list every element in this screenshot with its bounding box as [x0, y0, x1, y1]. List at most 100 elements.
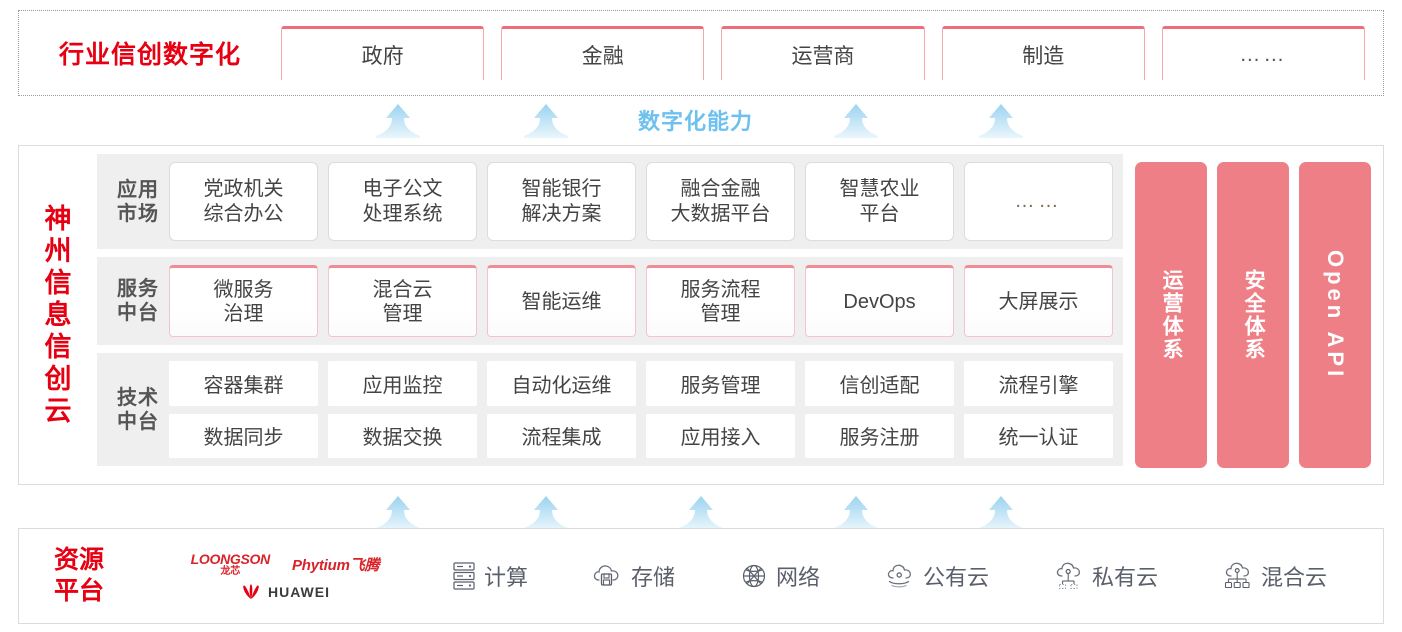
industry-box-more[interactable]: …… — [1161, 26, 1366, 90]
app-market-cell-more[interactable]: …… — [964, 162, 1113, 241]
pillar-operations-system[interactable]: 运营体系 — [1135, 162, 1207, 468]
cloud-layer-list: 应用 市场 党政机关 综合办公 电子公文 处理系统 — [97, 154, 1123, 476]
tech-cell-process-integration[interactable]: 流程集成 — [487, 413, 636, 458]
tech-cell-unified-auth[interactable]: 统一认证 — [964, 413, 1113, 458]
cell-line: DevOps — [843, 290, 916, 313]
resource-title-line: 平台 — [53, 577, 104, 605]
app-market-cell-edoc-system[interactable]: 电子公文 处理系统 — [328, 162, 477, 241]
public-cloud-icon — [887, 564, 911, 588]
pillar-list: 运营体系 安全体系 Open API — [1123, 154, 1371, 476]
tech-platform-row: 数据同步 数据交换 流程集成 应用接入 服务注册 统一认证 — [169, 413, 1113, 458]
resource-item-private-cloud[interactable]: 私有云 — [1053, 560, 1158, 592]
app-market-cell-smart-agriculture[interactable]: 智慧农业 平台 — [805, 162, 954, 241]
server-rack-icon — [453, 562, 475, 590]
pillar-label: Open API — [1323, 249, 1348, 381]
tech-platform-row: 容器集群 应用监控 自动化运维 服务管理 信创适配 流程引擎 — [169, 361, 1113, 406]
resource-item-label: 混合云 — [1260, 565, 1327, 590]
phytium-logo: Phytium飞腾 — [291, 557, 380, 574]
tech-cell-app-access[interactable]: 应用接入 — [646, 413, 795, 458]
service-cell-microservice-governance[interactable]: 微服务 治理 — [169, 265, 318, 337]
up-arrow-icon — [973, 104, 1029, 138]
tech-cell-xinchuang-adaptation[interactable]: 信创适配 — [805, 361, 954, 406]
pillar-label: 安全体系 — [1242, 269, 1266, 361]
huawei-logo: HUAWEI — [240, 584, 330, 600]
cell-line: 解决方案 — [521, 202, 602, 225]
layer-service-platform-cells: 微服务 治理 混合云 管理 智能运维 — [169, 265, 1113, 337]
cell-line: 治理 — [223, 303, 264, 325]
cloud-title-char: 信 — [44, 268, 72, 299]
service-cell-big-screen-display[interactable]: 大屏展示 — [964, 265, 1113, 337]
industry-box-finance[interactable]: 金融 — [501, 26, 705, 90]
resource-item-hybrid-cloud[interactable]: 混合云 — [1222, 560, 1327, 592]
resource-item-network[interactable]: 网络 — [739, 560, 820, 592]
service-cell-devops[interactable]: DevOps — [805, 265, 954, 337]
pillar-open-api[interactable]: Open API — [1299, 162, 1371, 468]
industry-box-label: 金融 — [581, 44, 624, 68]
industry-box-manufacturing[interactable]: 制造 — [941, 26, 1146, 90]
capability-arrow-strip-top: 数字化能力 — [18, 98, 1384, 138]
resource-item-label: 私有云 — [1091, 565, 1158, 590]
layer-label-line: 中台 — [117, 410, 159, 433]
service-cell-aiops[interactable]: 智能运维 — [487, 265, 636, 337]
resource-item-public-cloud[interactable]: 公有云 — [884, 560, 989, 592]
cell-line: 处理系统 — [362, 202, 443, 225]
cell-line: …… — [1014, 190, 1063, 213]
cloud-title-char: 州 — [44, 236, 72, 267]
tech-cell-automated-ops[interactable]: 自动化运维 — [487, 361, 636, 406]
tech-cell-process-engine[interactable]: 流程引擎 — [964, 361, 1113, 406]
layer-tech-platform: 技术 中台 容器集群 应用监控 自动化运维 服务管理 信创适配 流程引擎 数据同… — [97, 353, 1123, 466]
resource-item-storage[interactable]: 存储 — [592, 560, 675, 592]
tech-cell-data-sync[interactable]: 数据同步 — [169, 413, 318, 458]
cell-line: 智能银行 — [521, 178, 602, 201]
private-cloud-icon — [1056, 562, 1080, 589]
cell-line: 大屏展示 — [998, 290, 1079, 313]
layer-label-line: 服务 — [117, 278, 159, 300]
cell-line: 大数据平台 — [670, 202, 771, 225]
tech-cell-service-registry[interactable]: 服务注册 — [805, 413, 954, 458]
huawei-logo-name: HUAWEI — [268, 584, 330, 600]
cloud-storage-icon — [593, 565, 619, 586]
industry-box-label: 运营商 — [791, 44, 855, 68]
layer-app-market-label: 应用 市场 — [107, 178, 169, 226]
resource-item-compute[interactable]: 计算 — [451, 560, 528, 592]
vendor-logo-row: LOONGSON 龙芯 Phytium飞腾 — [191, 552, 380, 577]
layer-label-line: 技术 — [117, 386, 159, 409]
up-arrow-icon — [370, 496, 426, 530]
pillar-security-system[interactable]: 安全体系 — [1217, 162, 1289, 468]
cell-line: 管理 — [700, 303, 741, 325]
vendor-logo-row: HUAWEI — [240, 584, 330, 600]
tech-cell-data-exchange[interactable]: 数据交换 — [328, 413, 477, 458]
cloud-platform-panel: 神 州 信 息 信 创 云 应用 市场 党政机关 综合办公 — [18, 145, 1384, 485]
layer-label-line: 中台 — [117, 302, 159, 324]
cell-line: 服务流程 — [680, 278, 761, 301]
service-cell-hybrid-cloud-mgmt[interactable]: 混合云 管理 — [328, 265, 477, 337]
layer-tech-platform-cells: 容器集群 应用监控 自动化运维 服务管理 信创适配 流程引擎 数据同步 数据交换… — [169, 361, 1113, 458]
tech-cell-service-mgmt[interactable]: 服务管理 — [646, 361, 795, 406]
loongson-logo-name: LOONGSON — [190, 551, 271, 567]
app-market-cell-fin-bigdata[interactable]: 融合金融 大数据平台 — [646, 162, 795, 241]
cell-line: 智慧农业 — [839, 178, 920, 201]
up-arrow-icon — [370, 104, 426, 138]
resource-item-label: 存储 — [630, 565, 675, 590]
cell-line: 党政机关 — [203, 178, 284, 201]
tech-cell-container-cluster[interactable]: 容器集群 — [169, 361, 318, 406]
pillar-label: 运营体系 — [1160, 269, 1184, 361]
tech-cell-app-monitoring[interactable]: 应用监控 — [328, 361, 477, 406]
up-arrow-icon — [828, 104, 884, 138]
cell-line: 平台 — [859, 202, 900, 225]
cloud-title-char: 云 — [44, 395, 72, 426]
cloud-title-char: 信 — [44, 331, 72, 362]
app-market-cell-smart-bank[interactable]: 智能银行 解决方案 — [487, 162, 636, 241]
industry-box-label: 政府 — [361, 44, 404, 68]
layer-service-platform: 服务 中台 微服务 治理 混合云 管理 — [97, 257, 1123, 345]
industry-box-government[interactable]: 政府 — [281, 26, 485, 90]
app-market-cell-govt-office[interactable]: 党政机关 综合办公 — [169, 162, 318, 241]
service-cell-service-process-mgmt[interactable]: 服务流程 管理 — [646, 265, 795, 337]
resource-item-label: 计算 — [483, 565, 528, 590]
industry-box-telecom[interactable]: 运营商 — [721, 26, 925, 90]
network-globe-icon — [742, 564, 766, 588]
industry-box-label: …… — [1239, 42, 1288, 66]
cell-line: 综合办公 — [203, 202, 284, 225]
resource-item-label: 网络 — [775, 565, 820, 590]
loongson-logo-subname: 龙芯 — [220, 566, 241, 577]
